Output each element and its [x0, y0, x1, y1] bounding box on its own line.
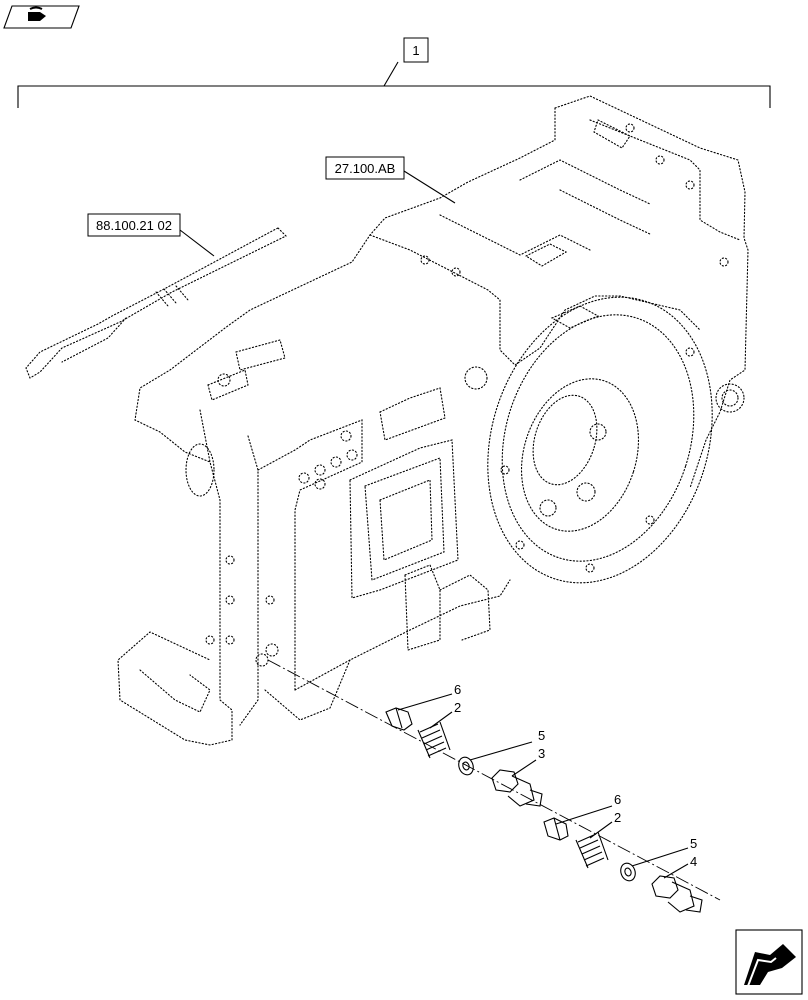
callout-shaft-ref-text: 88.100.21 02 — [96, 218, 172, 233]
callout-part-2a: 2 — [454, 700, 461, 715]
bolt-holes — [205, 123, 729, 645]
callout-housing-ref-text: 27.100.AB — [335, 161, 396, 176]
callout-part-2b: 2 — [614, 810, 621, 825]
callout-part-4: 4 — [690, 854, 697, 869]
spring-part-2 — [575, 831, 609, 869]
callout-part-6a: 6 — [454, 682, 461, 697]
callout-housing-ref[interactable]: 27.100.AB — [325, 156, 456, 204]
washer-part-2 — [620, 862, 636, 882]
callout-part-5b: 5 — [690, 836, 697, 851]
assembly-axis-line — [267, 659, 721, 901]
callout-assembly-text: 1 — [412, 43, 419, 58]
page-back-icon[interactable] — [3, 5, 80, 29]
callout-part-5a: 5 — [538, 728, 545, 743]
callout-shaft-ref[interactable]: 88.100.21 02 — [87, 213, 215, 257]
part-leaders — [397, 693, 689, 879]
assembly-bracket — [17, 61, 771, 108]
switch-part-4 — [651, 875, 703, 913]
callout-part-6b: 6 — [614, 792, 621, 807]
next-page-arrow-icon[interactable] — [735, 929, 803, 995]
pin-part-2 — [543, 817, 569, 841]
callout-assembly: 1 — [403, 37, 429, 63]
callout-part-3: 3 — [538, 746, 545, 761]
switch-part-3 — [491, 769, 543, 807]
shaft-part — [25, 227, 287, 379]
spring-part-1 — [417, 721, 451, 759]
transmission-housing — [117, 95, 749, 746]
pin-part-1 — [385, 707, 413, 731]
washer-part-1 — [458, 756, 474, 776]
